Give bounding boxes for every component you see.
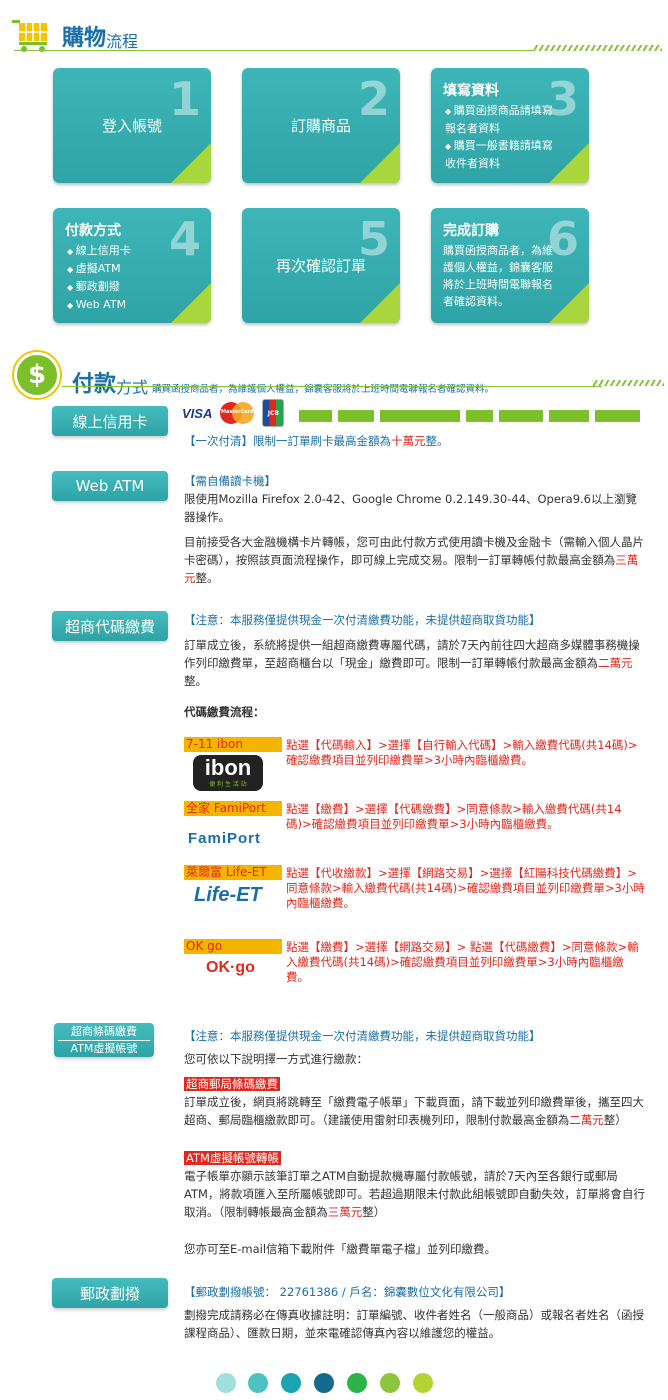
section-header-shopping-flow: 購物 流程 (12, 18, 138, 52)
payment-label-barcode: 超商條碼繳費 ATM虛擬帳號 (54, 1023, 154, 1057)
step-list: 線上信用卡 虛擬ATM 郵政劃撥 Web ATM (67, 242, 131, 314)
barcode-p1: 訂單成立後，網頁將跳轉至「繳費電子帳單」下載頁面，請下載並列印繳費單後，攜至四大… (184, 1095, 644, 1127)
decor-dot (314, 1373, 334, 1393)
decor-dot (216, 1373, 236, 1393)
visa-logo: VISA (182, 405, 213, 421)
card-corner (549, 143, 589, 183)
barcode-notice: 【注意：本服務僅提供現金一次付清繳費功能，未提供超商取貨功能】 (184, 1029, 541, 1043)
section-note: 購買函授商品者，為維護個人權益，錦囊客服將於上班時間電聯報名者確認資料。 (152, 384, 495, 395)
barcode-p2: 電子帳單亦顯示該筆訂單之ATM自動提款機專屬付款帳號，請於7天內至各銀行或郵局A… (184, 1169, 645, 1219)
barcode-p3: 您亦可至E-mail信箱下載附件「繳費單電子檔」並列印繳費。 (184, 1242, 497, 1256)
barcode-intro: 您可依以下說明擇一方式進行繳款： (184, 1052, 368, 1066)
famiport-logo: FamiPort (188, 830, 262, 847)
card-corner (549, 283, 589, 323)
store-tag-711: 7-11 ibon (184, 737, 282, 752)
divider (14, 50, 534, 51)
store-p1: 訂單成立後，系統將提供一組超商繳費專屬代碼，請於7天內前往四大超商多媒體事務機操… (184, 638, 640, 688)
section-title-big: 購物 (62, 26, 107, 51)
step-card-3: 3 填寫資料 購買函授商品請填寫報名者資料 購買一般書籍請填寫收件者資料 (431, 68, 589, 183)
decor-bar (595, 410, 640, 422)
step-card-2: 2 訂購商品 (242, 68, 400, 183)
decor-dot (413, 1373, 433, 1393)
step-card-4: 4 付款方式 線上信用卡 虛擬ATM 郵政劃撥 Web ATM (53, 208, 211, 323)
step-label: 再次確認訂單 (275, 257, 366, 275)
list-item: 線上信用卡 (67, 242, 131, 260)
step-card-6: 6 完成訂購 購買函授商品者，為維護個人權益，錦囊客服將於上班時間電聯報名者確認… (431, 208, 589, 323)
webatm-p2: 限使用Mozilla Firefox 2.0-42、Google Chrome … (184, 492, 637, 524)
store-text-family: 點選【繳費】>選擇【代碼繳費】>同意條款>輸入繳費代碼(共14碼)>確認繳費項目… (286, 802, 622, 831)
card-corner (171, 283, 211, 323)
decor-bar (466, 410, 493, 422)
step-title: 完成訂購 (443, 223, 499, 239)
store-text-hilife: 點選【代收繳款】>選擇【網路交易】>選擇【紅陽科技代碼繳費】>同意條款>輸入繳費… (286, 866, 645, 910)
divider-hatch (534, 45, 662, 51)
list-item: 購買函授商品請填寫報名者資料 (445, 102, 555, 137)
mastercard-logo: MasterCard (220, 402, 255, 424)
step-number: 1 (168, 72, 201, 126)
decor-bar (299, 410, 332, 422)
payment-label-webatm: Web ATM (52, 471, 168, 501)
decor-bar (499, 410, 543, 422)
decor-dot (347, 1373, 367, 1393)
list-item: 郵政劃撥 (67, 278, 131, 296)
webatm-p3: 目前接受各大金融機構卡片轉帳，您可由此付款方式使用讀卡機及金融卡（需輸入個人晶片… (184, 535, 644, 585)
step-card-1: 1 登入帳號 (53, 68, 211, 183)
step-number: 4 (168, 212, 201, 266)
card-corner (360, 283, 400, 323)
step-label: 訂購商品 (290, 117, 351, 135)
decor-bar (380, 410, 460, 422)
store-tag-family: 全家 FamiPort (184, 801, 282, 816)
store-tag-hilife: 萊爾富 Life-ET (184, 865, 282, 880)
barcode-h1: 超商郵局條碼繳費 (184, 1077, 280, 1091)
divider (62, 386, 602, 387)
section-header-payment: $ 付款 方式 購買函授商品者，為維護個人權益，錦囊客服將於上班時間電聯報名者確… (14, 352, 494, 398)
lifeet-logo: Life-ET (194, 884, 262, 906)
step-list: 購買函授商品請填寫報名者資料 購買一般書籍請填寫收件者資料 (445, 102, 555, 172)
store-flow-title: 代碼繳費流程： (184, 705, 265, 719)
step-number: 2 (357, 72, 390, 126)
barcode-h2: ATM虛擬帳號轉帳 (184, 1151, 281, 1165)
card-corner (171, 143, 211, 183)
store-text-711: 點選【代碼輸入】>選擇【自行輸入代碼】>輸入繳費代碼(共14碼)>確認繳費項目並… (286, 738, 638, 767)
card-corner (360, 143, 400, 183)
step-title: 填寫資料 (443, 83, 499, 99)
step-number: 6 (546, 212, 579, 266)
payment-label-credit: 線上信用卡 (52, 406, 168, 436)
store-notice: 【注意：本服務僅提供現金一次付清繳費功能，未提供超商取貨功能】 (184, 613, 541, 627)
step-desc: 購買函授商品者，為維護個人權益，錦囊客服將於上班時間電聯報名者確認資料。 (443, 244, 553, 308)
list-item: 購買一般書籍請填寫收件者資料 (445, 137, 555, 172)
decor-bar (338, 410, 374, 422)
payment-label-store: 超商代碼繳費 (52, 611, 168, 641)
step-label: 登入帳號 (101, 117, 162, 135)
store-tag-okgo: OK go (184, 939, 282, 954)
decor-dot (248, 1373, 268, 1393)
step-title: 付款方式 (65, 223, 121, 239)
store-text-okgo: 點選【繳費】>選擇【網路交易】> 點選【代碼繳費】>同意條款>輸入繳費代碼(共1… (286, 940, 639, 984)
decor-dot (281, 1373, 301, 1393)
card-logos: VISA MasterCard JCB (182, 399, 285, 427)
cart-icon (12, 20, 47, 52)
list-item: Web ATM (67, 296, 131, 314)
section-title-small: 方式 (116, 378, 149, 397)
step-card-5: 5 再次確認訂單 (242, 208, 400, 323)
decor-bar (549, 410, 589, 422)
list-item: 虛擬ATM (67, 260, 131, 278)
jcb-logo: JCB (262, 399, 285, 427)
credit-text: 【一次付清】限制一訂單刷卡最高金額為十萬元整。 (184, 434, 449, 448)
postal-p1: 【郵政劃撥帳號： 22761386 / 戶名：錦囊數位文化有限公司】 (184, 1285, 511, 1299)
divider-hatch (592, 380, 664, 386)
section-title-small: 流程 (106, 32, 139, 51)
okgo-logo: OK·go (206, 959, 255, 976)
payment-label-postal: 郵政劃撥 (52, 1278, 168, 1308)
section-title-big: 付款 (72, 372, 117, 397)
dollar-icon: $ (14, 352, 60, 398)
decor-dot (380, 1373, 400, 1393)
postal-p2: 劃撥完成請務必在傳真收據註明：訂單編號、收件者姓名（一般商品）或報名者姓名（函授… (184, 1308, 644, 1340)
step-number: 5 (357, 212, 390, 266)
webatm-p1: 【需自備讀卡機】 (184, 474, 276, 488)
ibon-logo: ibon 便 利 生 活 站 (193, 755, 263, 791)
